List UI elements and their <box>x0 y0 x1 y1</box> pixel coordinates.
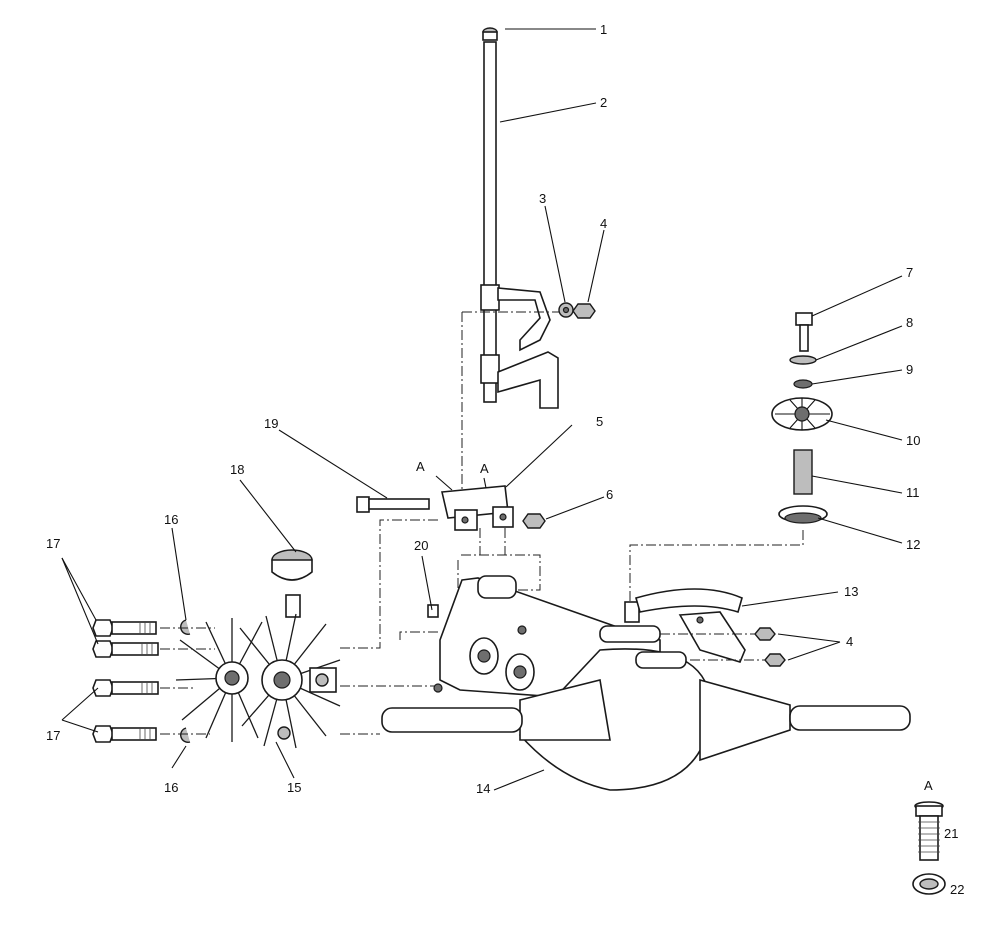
shaft-collar-lower <box>480 354 500 384</box>
port-right-bore <box>513 665 527 679</box>
pulley-groove <box>784 512 822 524</box>
callout-17-top: 17 <box>46 536 60 551</box>
gear-assembly-part-15 <box>175 613 341 749</box>
callout-3: 3 <box>539 191 546 206</box>
callout-12: 12 <box>906 537 920 552</box>
callout-9: 9 <box>906 362 913 377</box>
bolts-part-17 <box>92 619 159 743</box>
assembly-centerlines <box>160 519 440 735</box>
shaft-collar-upper <box>480 284 500 311</box>
housing-hole-b <box>433 683 443 693</box>
housing-top-boss <box>477 575 517 599</box>
spacer-part-11 <box>793 449 813 495</box>
pin-head-part-19 <box>356 496 370 513</box>
bracket-arm <box>497 287 551 352</box>
clips-part-16 <box>180 619 191 743</box>
port-left-bore <box>477 649 491 663</box>
callout-1: 1 <box>600 22 607 37</box>
callout-7: 7 <box>906 265 913 280</box>
callout-22: 22 <box>950 882 964 897</box>
gear-bottom-boss <box>277 726 291 740</box>
bolt-17-a <box>92 619 157 637</box>
bolt-17-c <box>92 679 159 697</box>
bolt-shank <box>799 324 809 352</box>
bracket-part-13 <box>635 588 786 667</box>
callout-16-top: 16 <box>164 512 178 527</box>
pin-part-19 <box>368 498 430 510</box>
callout-11: 11 <box>906 485 920 500</box>
axle-right <box>789 705 911 731</box>
callout-13: 13 <box>844 584 858 599</box>
housing-hole-a <box>517 625 527 635</box>
lug-hole-right <box>499 513 507 521</box>
knob-part-18 <box>271 549 313 618</box>
phantom-link <box>457 554 541 591</box>
axle-left <box>381 707 523 733</box>
grease-fitting-part-20 <box>427 604 439 618</box>
detail-a <box>912 801 946 895</box>
bracket-plate <box>497 351 559 409</box>
fan-part-10 <box>771 397 833 431</box>
callout-20: 20 <box>414 538 428 553</box>
transaxle-part-14 <box>381 575 911 791</box>
callout-6: 6 <box>606 487 613 502</box>
washer-22-inner <box>919 878 939 890</box>
nut-part-4-lower <box>764 653 786 667</box>
callout-labels: 1 2 3 4 7 8 9 5 10 19 6 18 11 12 17 16 2… <box>46 22 964 897</box>
tube-upper <box>599 625 661 643</box>
pulley-stub <box>624 601 640 623</box>
lug-hole-left <box>461 516 469 524</box>
spring-coils <box>918 821 940 853</box>
clip-16-bottom <box>180 727 191 743</box>
linkage-block <box>356 485 546 591</box>
washer-part-9 <box>793 379 813 389</box>
centerline-pulley <box>629 530 804 605</box>
callout-8: 8 <box>906 315 913 330</box>
callout-4-right: 4 <box>846 634 853 649</box>
housing-cone-right <box>699 678 791 762</box>
callout-18: 18 <box>230 462 244 477</box>
callout-16-bottom: 16 <box>164 780 178 795</box>
pulley-stack <box>629 312 833 605</box>
section-mark-a-right: A <box>480 461 489 476</box>
bolt-17-d <box>92 725 157 743</box>
callout-21: 21 <box>944 826 958 841</box>
bolt-17-b <box>92 640 159 658</box>
callout-15: 15 <box>287 780 301 795</box>
callout-2: 2 <box>600 95 607 110</box>
washer-part-8 <box>789 355 817 365</box>
clip-16-top <box>180 619 191 635</box>
shaft-part-2 <box>483 41 497 403</box>
callout-14: 14 <box>476 781 490 796</box>
cap-body <box>482 31 498 41</box>
shift-lever-assembly <box>461 27 596 490</box>
callout-5: 5 <box>596 414 603 429</box>
spring-part-21 <box>919 815 939 861</box>
callout-10: 10 <box>906 433 920 448</box>
callout-19: 19 <box>264 416 278 431</box>
callout-17-bottom: 17 <box>46 728 60 743</box>
bolt-head-part-7 <box>795 312 813 326</box>
nut-part-6 <box>522 513 546 529</box>
section-mark-a-left: A <box>416 459 425 474</box>
nut-part-4-upper <box>754 627 776 641</box>
detail-a-label: A <box>924 778 933 793</box>
washer-hole <box>562 306 570 314</box>
tube-lower <box>635 651 687 669</box>
leader-lines <box>61 28 903 791</box>
nut-part-4-top <box>572 303 596 319</box>
callout-4-top: 4 <box>600 216 607 231</box>
